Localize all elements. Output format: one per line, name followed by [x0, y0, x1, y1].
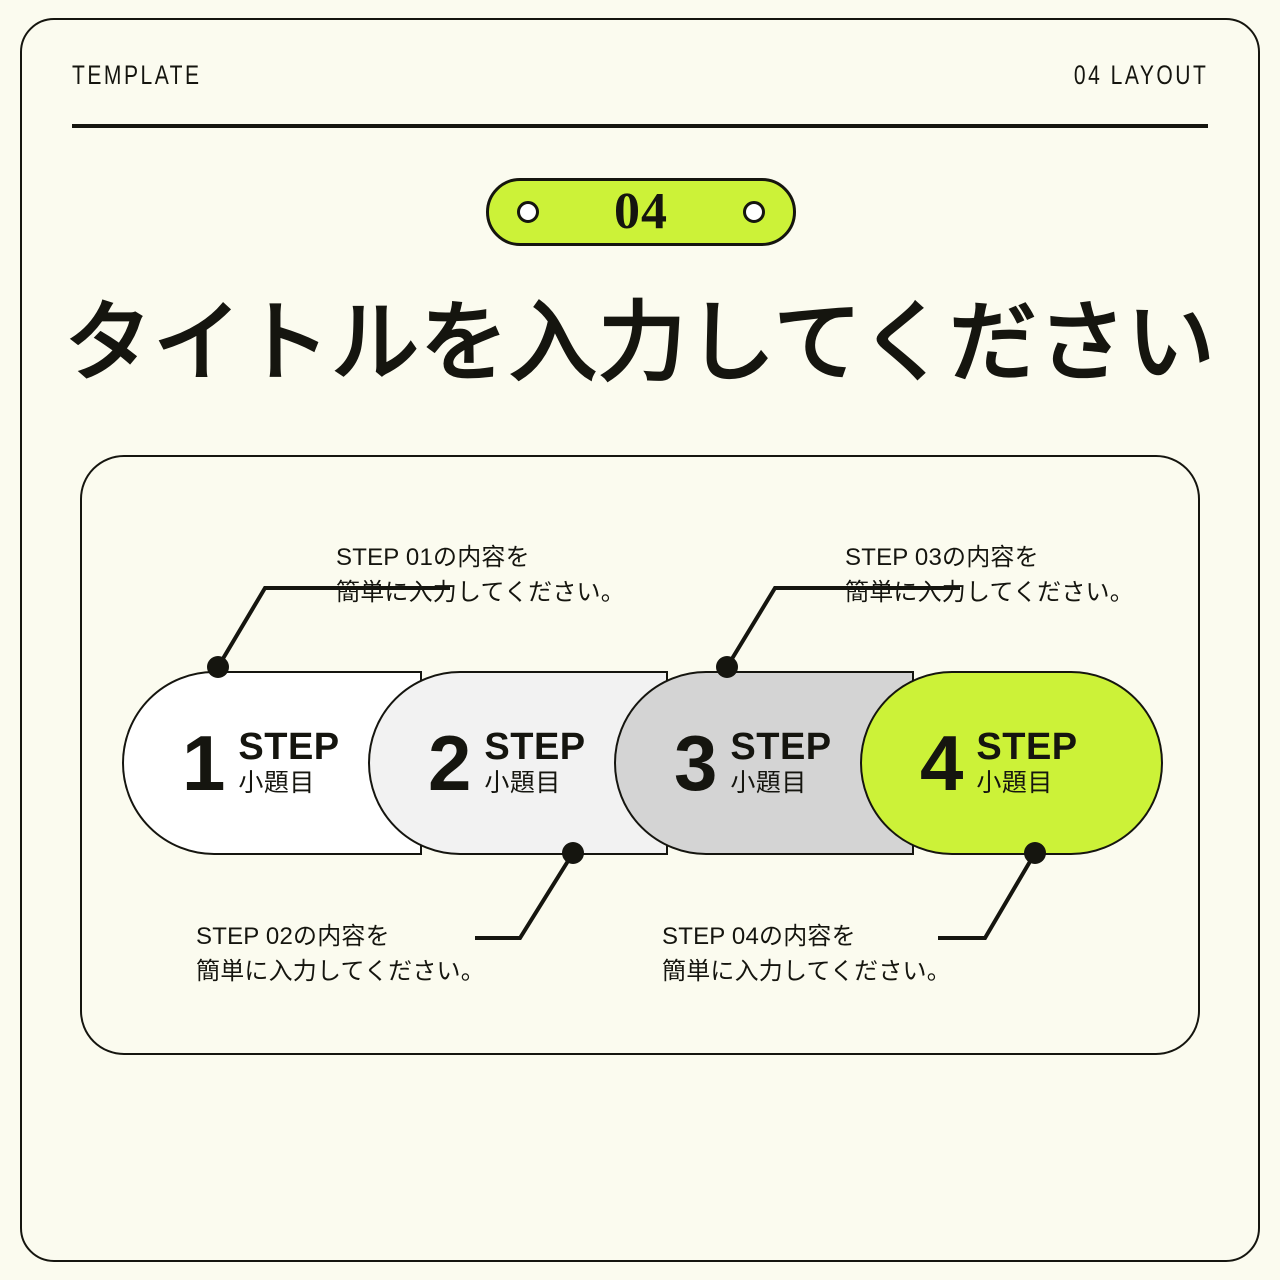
step-pill-1-subtitle: 小題目: [238, 769, 315, 798]
slide-frame: [20, 18, 1260, 1262]
step-pill-4-number: 4: [920, 719, 963, 807]
step-pill-4-subtitle: 小題目: [976, 769, 1053, 798]
step-pill-2-number: 2: [428, 719, 471, 807]
annotation-step-3-line1: STEP 03の内容を: [845, 544, 1039, 571]
step-pill-3[interactable]: 3 STEP 小題目: [614, 671, 914, 855]
step-pill-4-text: STEP 小題目: [976, 726, 1078, 798]
step-pill-1-text: STEP 小題目: [238, 726, 340, 798]
header-template-label: TEMPLATE: [72, 60, 202, 90]
annotation-step-3-line2: 簡単に入力してください。: [845, 578, 1134, 606]
annotation-step-2-line1: STEP 02の内容を: [196, 923, 390, 950]
badge-hole-right-icon: [743, 201, 765, 223]
annotation-step-2-line2: 簡単に入力してください。: [196, 957, 485, 985]
annotation-step-4-line2: 簡単に入力してください。: [662, 957, 951, 985]
annotation-step-4: STEP 04の内容を 簡単に入力してください。: [662, 920, 951, 990]
step-pill-2-label: STEP: [484, 726, 586, 769]
annotation-step-2: STEP 02の内容を 簡単に入力してください。: [196, 920, 485, 990]
step-pill-3-text: STEP 小題目: [730, 726, 832, 798]
step-pill-4-label: STEP: [976, 726, 1078, 769]
step-pill-1-label: STEP: [238, 726, 340, 769]
annotation-step-3: STEP 03の内容を 簡単に入力してください。: [845, 541, 1134, 611]
step-pill-2-content: 2 STEP 小題目: [428, 724, 586, 802]
step-pill-3-content: 3 STEP 小題目: [674, 724, 832, 802]
step-pill-2-text: STEP 小題目: [484, 726, 586, 798]
annotation-step-1-line2: 簡単に入力してください。: [336, 578, 625, 606]
step-pill-4[interactable]: 4 STEP 小題目: [860, 671, 1163, 855]
step-pill-4-content: 4 STEP 小題目: [920, 724, 1078, 802]
badge-hole-left-icon: [517, 201, 539, 223]
step-pill-1-number: 1: [182, 719, 225, 807]
step-pill-2[interactable]: 2 STEP 小題目: [368, 671, 668, 855]
annotation-step-1: STEP 01の内容を 簡単に入力してください。: [336, 541, 625, 611]
step-pill-3-label: STEP: [730, 726, 832, 769]
header-layout-label: 04 LAYOUT: [1073, 60, 1208, 90]
annotation-step-1-line1: STEP 01の内容を: [336, 544, 530, 571]
section-number-badge: 04: [486, 178, 796, 246]
annotation-step-4-line1: STEP 04の内容を: [662, 923, 856, 950]
step-pill-3-number: 3: [674, 719, 717, 807]
content-container: [80, 455, 1200, 1055]
page-title: タイトルを入力してください: [64, 293, 1216, 392]
step-pill-2-subtitle: 小題目: [484, 769, 561, 798]
step-pill-1-content: 1 STEP 小題目: [182, 724, 340, 802]
header-bar: TEMPLATE 04 LAYOUT: [72, 60, 1208, 128]
step-pill-3-subtitle: 小題目: [730, 769, 807, 798]
badge-number: 04: [614, 183, 668, 240]
